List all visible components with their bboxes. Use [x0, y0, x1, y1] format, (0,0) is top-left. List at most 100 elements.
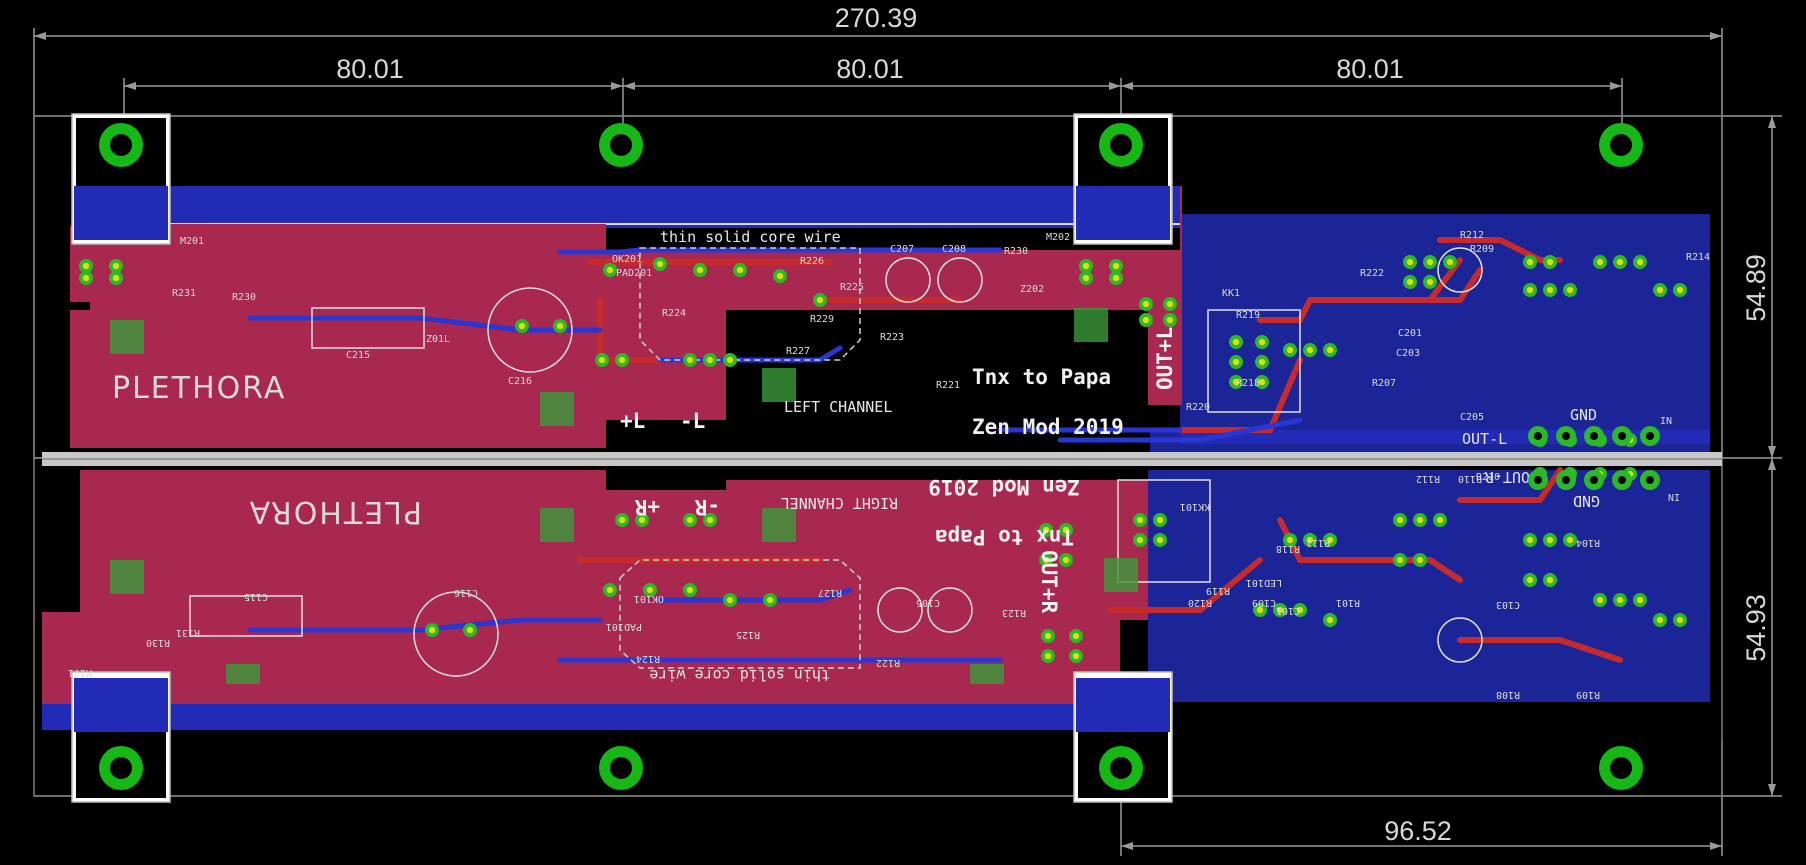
refdes-label: C116: [454, 587, 478, 598]
out-plus-r-label: OUT+R: [1037, 550, 1061, 614]
pad-hole: [1546, 536, 1554, 544]
refdes-label: C109: [1252, 597, 1276, 608]
thanks-label-bottom: Tnx to Papa: [935, 525, 1074, 549]
refdes-label: LED101: [1246, 577, 1282, 588]
minus-r-label: -R: [694, 495, 720, 519]
refdes-label: C105: [916, 597, 940, 608]
refdes-label: C216: [508, 376, 532, 387]
pad-hole: [726, 356, 734, 364]
refdes-label: R109: [1576, 689, 1600, 700]
refdes-label: R111: [1306, 537, 1330, 548]
pad-hole: [1676, 286, 1684, 294]
pad-hole: [1426, 258, 1434, 266]
pad-hole: [618, 356, 626, 364]
dim-total-width: 270.39: [835, 3, 918, 33]
in-label-top: IN: [1660, 416, 1672, 427]
refdes-label: M202: [1046, 232, 1070, 243]
refdes-label: R104: [1576, 537, 1600, 548]
pad-hole: [1112, 262, 1120, 270]
refdes-label: R223: [880, 332, 904, 343]
header-pin-hole: [1618, 476, 1626, 484]
header-pin-hole: [1590, 432, 1598, 440]
refdes-label: R131: [176, 627, 200, 638]
dimension-arrows: [34, 32, 1776, 850]
pad-hole: [1062, 526, 1070, 534]
out-plus-l-label: OUT+L: [1153, 327, 1177, 390]
pad-hole: [1446, 258, 1454, 266]
header-pin-hole: [1646, 476, 1654, 484]
pad-hole: [1072, 632, 1080, 640]
mounting-holes: [99, 123, 1643, 790]
pad-hole: [1636, 596, 1644, 604]
refdes-label: R220: [1186, 402, 1210, 413]
pad-hole: [82, 274, 90, 282]
pad-hole: [1286, 536, 1294, 544]
pad-hole: [556, 322, 564, 330]
pad-hole: [1326, 346, 1334, 354]
header-pin-hole: [1534, 476, 1542, 484]
wire-label-bottom: thin solid core wire: [649, 666, 830, 684]
refdes-label: R120: [1188, 597, 1212, 608]
capacitor-outlines: [413, 247, 1483, 677]
refdes-label: R210: [1476, 472, 1500, 483]
pad-hole: [1416, 516, 1424, 524]
refdes-label: R229: [810, 314, 834, 325]
dim-bottom-width: 96.52: [1384, 816, 1452, 846]
c215-outline: [311, 307, 425, 349]
pad-hole: [1166, 316, 1174, 324]
thermal-pads: [110, 308, 1138, 684]
refdes-label: R127: [818, 587, 842, 598]
refdes-label: R221: [936, 380, 960, 391]
pad-hole: [1656, 286, 1664, 294]
pad-hole: [1546, 286, 1554, 294]
pad-hole: [1142, 300, 1150, 308]
header-pin-hole: [1534, 432, 1542, 440]
pad-hole: [1396, 516, 1404, 524]
plus-r-label: +R: [634, 495, 660, 519]
pad-hole: [1258, 338, 1266, 346]
pad-hole: [1546, 258, 1554, 266]
pad-hole: [1596, 258, 1604, 266]
pad-hole: [598, 356, 606, 364]
pad-hole: [1256, 606, 1264, 614]
pad-hole: [112, 262, 120, 270]
refdes-label: PAD201: [616, 268, 652, 279]
pad-hole: [1406, 258, 1414, 266]
gnd-label-bottom: GND: [1573, 492, 1600, 510]
refdes-label: R112: [1416, 473, 1440, 484]
pad-hole: [1044, 652, 1052, 660]
pad-hole: [1306, 536, 1314, 544]
refdes-label: R222: [1360, 268, 1384, 279]
dim-section-3: 80.01: [1336, 54, 1404, 84]
pad-hole: [816, 296, 824, 304]
refdes-label: R209: [1470, 244, 1494, 255]
brand-label-bottom: PLETHORA: [248, 494, 422, 529]
pad-hole: [82, 262, 90, 270]
refdes-label: Z01L: [426, 334, 450, 345]
pad-hole: [1416, 556, 1424, 564]
pad-hole: [686, 356, 694, 364]
pad-hole: [766, 596, 774, 604]
refdes-label: KK101: [1180, 501, 1210, 512]
pad-hole: [1406, 278, 1414, 286]
pad-hole: [1616, 258, 1624, 266]
pad-hole: [1232, 358, 1240, 366]
pad-hole: [466, 626, 474, 634]
refdes-label: Z202: [1020, 284, 1044, 295]
pad-hole: [646, 586, 654, 594]
header-pin-hole: [1562, 476, 1570, 484]
pad-hole: [1258, 358, 1266, 366]
mod-label-top: Zen Mod 2019: [972, 415, 1124, 439]
pad-hole: [776, 272, 784, 280]
header-pin-hole: [1562, 432, 1570, 440]
refdes-label: R230: [232, 292, 256, 303]
pad-hole: [706, 516, 714, 524]
pad-hole: [1232, 338, 1240, 346]
kk1-outline: [1207, 309, 1301, 413]
refdes-label: C208: [942, 244, 966, 255]
refdes-label: R130: [146, 637, 170, 648]
refdes-label: R227: [786, 346, 810, 357]
pad-hole: [606, 586, 614, 594]
pad-hole: [1326, 616, 1334, 624]
refdes-label: OK201: [612, 254, 642, 265]
